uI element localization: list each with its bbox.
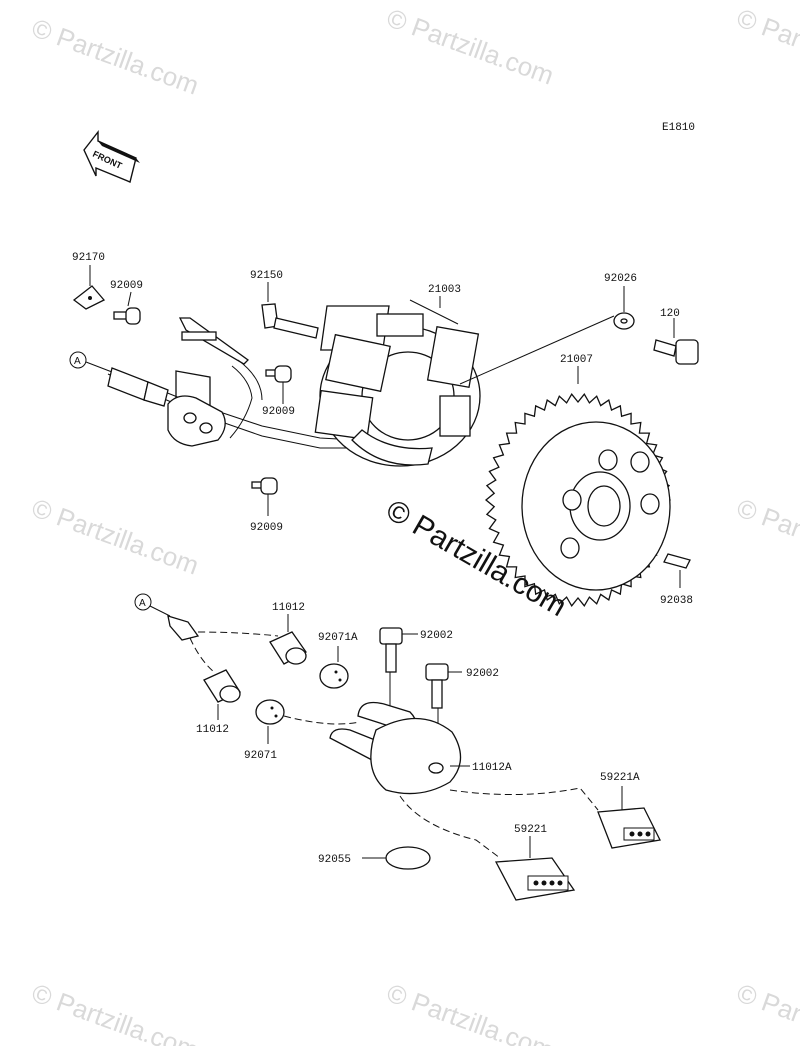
label-92009-low: 92009: [250, 522, 283, 534]
label-92071a: 92071A: [318, 632, 358, 644]
label-92170: 92170: [72, 252, 105, 264]
watermark-text: © Partzilla.com: [383, 977, 558, 1046]
part-92002-bolt-a[interactable]: [379, 627, 418, 710]
wire-path: [189, 637, 215, 673]
stator-21003[interactable]: [314, 299, 481, 467]
part-11012a-housing[interactable]: [329, 701, 470, 795]
label-92009-mid: 92009: [262, 406, 295, 418]
label-11012a: 11012A: [472, 762, 512, 774]
watermark-text: © Partzilla.com: [733, 2, 800, 90]
ref-marker-a-upper: A: [69, 351, 113, 373]
watermark-text: © Partzilla.com: [28, 977, 203, 1046]
part-11012-cap-a[interactable]: [269, 631, 307, 665]
label-59221: 59221: [514, 824, 547, 836]
watermark-text: © Partzilla.com: [28, 12, 203, 100]
part-92009-screw-mid[interactable]: [265, 365, 292, 404]
part-92170[interactable]: [72, 265, 106, 310]
part-92038-key[interactable]: [663, 553, 691, 588]
ref-marker-label: A: [139, 598, 146, 609]
part-92009-screw-low[interactable]: [251, 477, 278, 516]
label-120: 120: [660, 308, 680, 320]
label-11012-a: 11012: [272, 602, 305, 614]
ref-marker-a-lower: A: [134, 593, 171, 617]
flywheel-21007[interactable]: [484, 366, 672, 607]
wire-path: [197, 631, 279, 637]
diagram-code: E1810: [662, 122, 695, 134]
wire-end-terminal[interactable]: [167, 615, 200, 641]
watermark-text: © Partzilla.com: [383, 2, 558, 90]
watermark-text: © Partzilla.com: [733, 977, 800, 1046]
label-92002-a: 92002: [420, 630, 453, 642]
watermark-text: © Partzilla.com: [733, 492, 800, 580]
watermark-text: © Partzilla.com: [28, 492, 203, 580]
front-arrow-icon: FRONT: [83, 129, 140, 183]
grommet-plate[interactable]: [167, 395, 226, 447]
label-92038: 92038: [660, 595, 693, 607]
wire-path: [449, 787, 599, 811]
label-59221a: 59221A: [600, 772, 640, 784]
wire-path: [283, 715, 361, 725]
part-92009-screw-top[interactable]: [113, 291, 141, 325]
label-92071: 92071: [244, 750, 277, 762]
label-92026: 92026: [604, 273, 637, 285]
part-120-bolt[interactable]: [653, 318, 699, 365]
part-92071-plug[interactable]: [255, 699, 285, 744]
part-59221a-connector[interactable]: [597, 786, 661, 849]
part-59221-connector[interactable]: [494, 836, 576, 901]
label-92150: 92150: [250, 270, 283, 282]
label-92002-b: 92002: [466, 668, 499, 680]
label-92055: 92055: [318, 854, 351, 866]
part-92026-washer[interactable]: [459, 286, 635, 385]
label-11012-b: 11012: [196, 724, 229, 736]
label-21003: 21003: [428, 284, 461, 296]
ref-marker-label: A: [74, 356, 81, 367]
part-92150-bolt[interactable]: [261, 282, 319, 339]
pickup-coil[interactable]: [175, 317, 249, 414]
label-21007: 21007: [560, 354, 593, 366]
coupler-connector[interactable]: [107, 367, 169, 407]
label-92009-top: 92009: [110, 280, 143, 292]
part-92071a-plug[interactable]: [319, 646, 349, 689]
part-92055-o-ring[interactable]: [362, 846, 431, 870]
part-11012-cap-b[interactable]: [203, 669, 241, 703]
